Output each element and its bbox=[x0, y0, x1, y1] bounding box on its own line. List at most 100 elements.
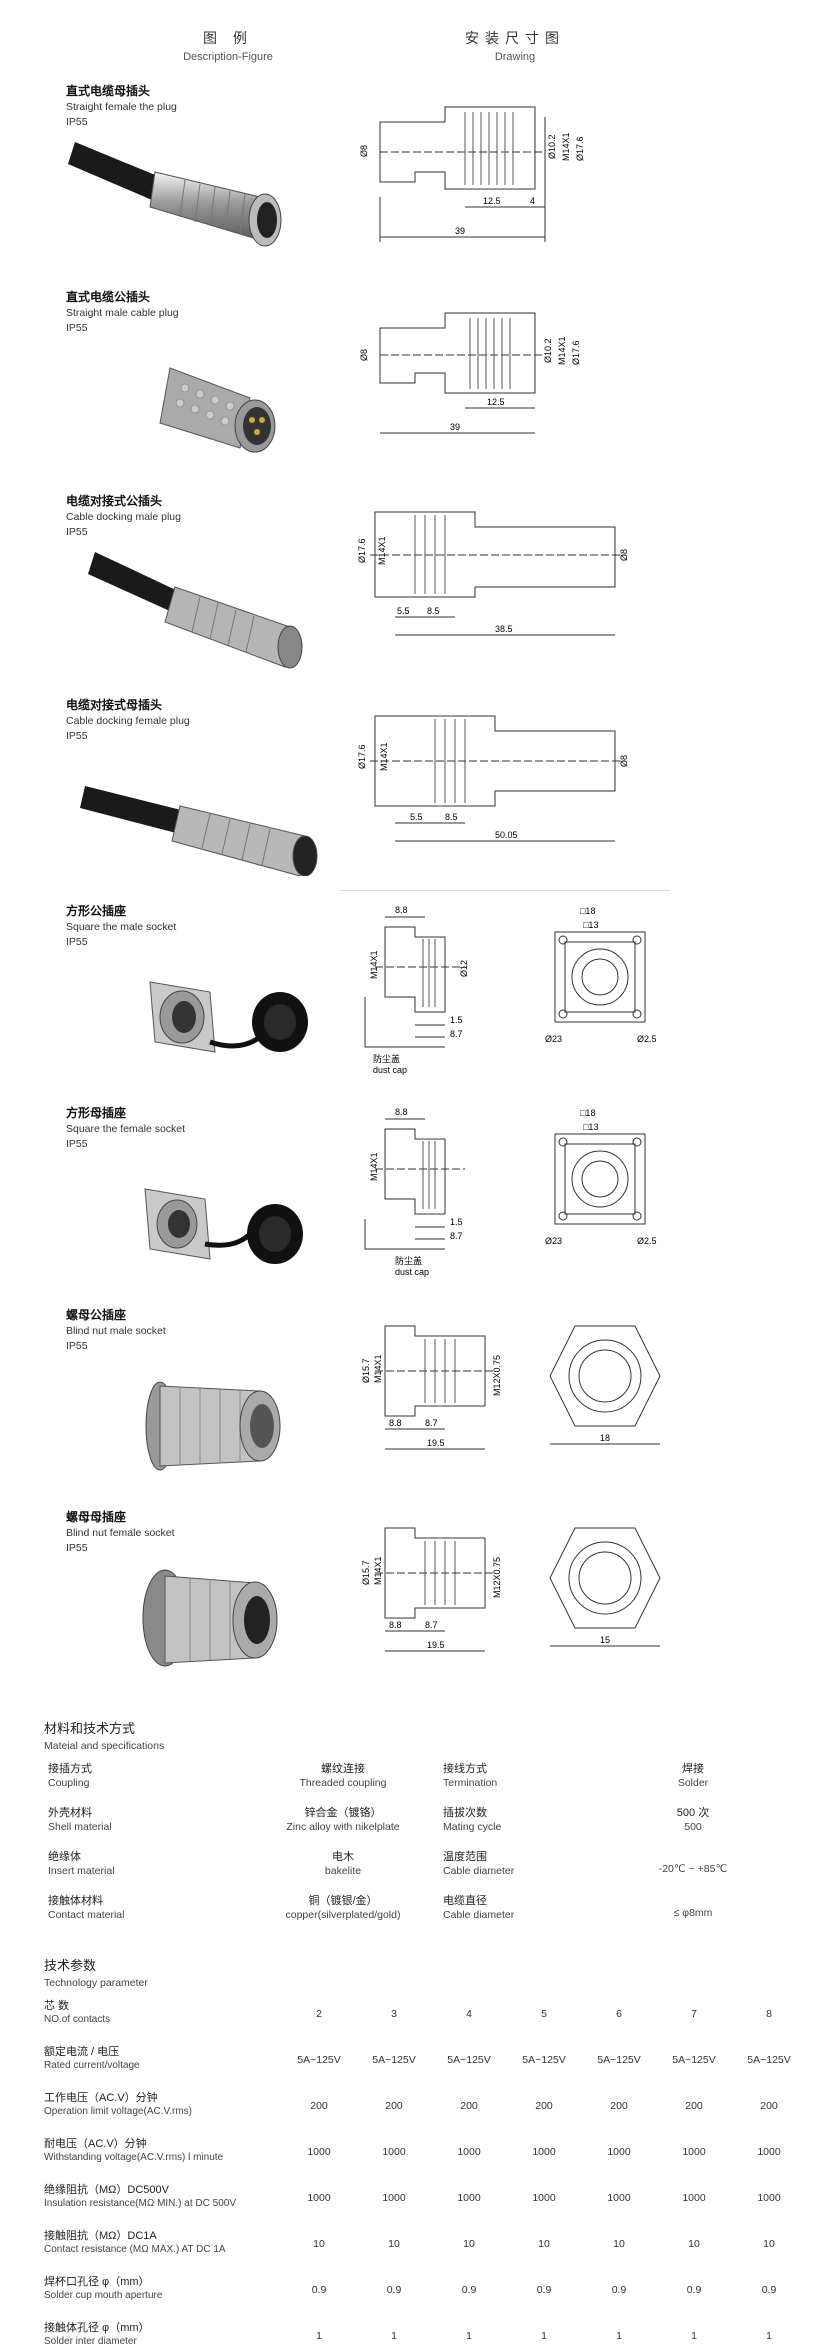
technical-title: 技术参数 Technology parameter bbox=[44, 1955, 148, 1989]
tech-value: 1000 bbox=[757, 2192, 781, 2204]
tech-value: 1 bbox=[466, 2330, 472, 2342]
tech-value: 1000 bbox=[757, 2146, 781, 2158]
tech-label-zh: 接触体孔径 φ（mm） bbox=[44, 2322, 150, 2334]
tech-value: 3 bbox=[391, 2008, 397, 2020]
product-title: 电缆对接式母插头 Cable docking female plug IP55 bbox=[66, 696, 286, 743]
dim-d2: M14X1 bbox=[377, 536, 387, 565]
mat-value2-a: 500 次 bbox=[676, 1807, 710, 1819]
header-left-zh: 图 例 bbox=[203, 30, 253, 46]
mat-value-zh: 锌合金（镀铬） bbox=[304, 1807, 382, 1819]
product-photo bbox=[68, 142, 282, 247]
tech-value: 2 bbox=[316, 2008, 322, 2020]
tech-value: 1 bbox=[316, 2330, 322, 2342]
front-view-drawing: □18 □13 Ø23 Ø2.5 bbox=[545, 1108, 657, 1246]
dust-cap-en: dust cap bbox=[373, 1065, 407, 1075]
dim-e: 8.7 bbox=[450, 1231, 463, 1241]
tech-value: 1000 bbox=[682, 2192, 706, 2204]
mat-label-en: Contact material bbox=[48, 1909, 125, 1921]
tech-value: 4 bbox=[466, 2008, 472, 2020]
tech-value: 0.9 bbox=[536, 2284, 552, 2296]
mat-value2-a: 焊接 bbox=[682, 1763, 704, 1775]
tech-value: 200 bbox=[460, 2100, 478, 2112]
materials-title-zh: 材料和技术方式 bbox=[44, 1721, 136, 1736]
product-ip: IP55 bbox=[66, 1542, 88, 1554]
tech-value: 0.9 bbox=[611, 2284, 627, 2296]
dim-d2: M14X1 bbox=[379, 742, 389, 771]
product-photo bbox=[80, 786, 318, 876]
dim-f: 19.5 bbox=[427, 1438, 445, 1448]
product-title-zh: 电缆对接式公插头 bbox=[66, 494, 163, 508]
dim-f: □18 bbox=[580, 1108, 595, 1118]
dim-b: M14X1 bbox=[369, 1152, 379, 1181]
mat-label2-zh: 温度范围 bbox=[443, 1851, 487, 1863]
mat-value-en: Zinc alloy with nikelplate bbox=[286, 1821, 400, 1833]
mat-label-zh: 接触体材料 bbox=[48, 1895, 103, 1907]
tech-label-en: Operation limit voltage(AC.V.rms) bbox=[44, 2106, 193, 2117]
front-view-drawing: □18 □13 Ø23 Ø2.5 bbox=[545, 906, 657, 1044]
product-photo bbox=[149, 981, 308, 1053]
tech-row: 焊杯口孔径 φ（mm）Solder cup mouth aperture 0.9… bbox=[44, 2276, 804, 2322]
tech-value: 5A~125V bbox=[447, 2054, 491, 2066]
product-title-en: Cable docking male plug bbox=[66, 511, 181, 523]
dim-b: M14X1 bbox=[373, 1354, 383, 1383]
product-title-zh: 直式电缆公插头 bbox=[66, 290, 151, 304]
dim-b: M14X1 bbox=[373, 1556, 383, 1585]
product-photo bbox=[88, 552, 303, 669]
dust-cap-en: dust cap bbox=[395, 1267, 429, 1277]
dim-d3: M14X1 bbox=[561, 132, 571, 161]
mat-label-en: Shell material bbox=[48, 1821, 112, 1833]
dim-l1: 5.5 bbox=[397, 606, 410, 616]
dim-l1: 12.5 bbox=[483, 196, 501, 206]
tech-label-zh: 芯 数 bbox=[44, 2000, 70, 2012]
product-title-en: Cable docking female plug bbox=[66, 715, 190, 727]
section-divider bbox=[340, 890, 670, 891]
installation-drawing: 8.8 M14X1 1.5 8.7 防尘盖 dust cap bbox=[364, 1107, 465, 1277]
mat-label-zh: 接插方式 bbox=[48, 1763, 92, 1775]
tech-value: 5A~125V bbox=[522, 2054, 566, 2066]
tech-label-zh: 额定电流 / 电压 bbox=[44, 2046, 120, 2058]
dim-i: Ø2.5 bbox=[637, 1034, 657, 1044]
product-title: 直式电缆母插头 Straight female the plug IP55 bbox=[66, 82, 286, 129]
dim-d4: Ø17.6 bbox=[575, 136, 585, 161]
dim-d3: Ø8 bbox=[619, 549, 629, 561]
dim-a: Ø15.7 bbox=[361, 1358, 371, 1383]
dim-d2: Ø10.2 bbox=[543, 338, 553, 363]
tech-value: 10 bbox=[388, 2238, 400, 2250]
dim-g: □13 bbox=[583, 920, 598, 930]
dim-d3: Ø8 bbox=[619, 755, 629, 767]
dim-f: 19.5 bbox=[427, 1640, 445, 1650]
installation-drawing: Ø17.6 M14X1 Ø8 5.5 8.5 50.05 bbox=[357, 715, 629, 842]
dim-e: 8.7 bbox=[450, 1029, 463, 1039]
mat-label-en: Insert material bbox=[48, 1865, 115, 1877]
tech-label-en: Solder inter diameter bbox=[44, 2336, 137, 2345]
mat-label-zh: 外壳材料 bbox=[48, 1807, 92, 1819]
dim-d1: Ø8 bbox=[359, 349, 369, 361]
product-title-en: Straight female the plug bbox=[66, 101, 177, 113]
tech-value: 1000 bbox=[532, 2146, 556, 2158]
mat-label2-en: Termination bbox=[443, 1777, 498, 1789]
tech-value: 1000 bbox=[382, 2192, 406, 2204]
mat-value2-b: Solder bbox=[677, 1777, 709, 1789]
installation-drawing: 8.8 M14X1 Ø12 1.5 8.7 防尘盖 dust cap bbox=[364, 905, 469, 1075]
product-title-zh: 螺母公插座 bbox=[66, 1308, 127, 1322]
materials-title: 材料和技术方式 Mateial and specifications bbox=[44, 1718, 164, 1752]
tech-value: 200 bbox=[685, 2100, 703, 2112]
technical-title-zh: 技术参数 bbox=[44, 1958, 97, 1973]
mat-label2-en: Cable diameter bbox=[443, 1909, 515, 1921]
product-title: 方形公插座 Square the male socket IP55 bbox=[66, 902, 286, 949]
technical-title-en: Technology parameter bbox=[44, 1977, 148, 1989]
tech-value: 1 bbox=[766, 2330, 772, 2342]
dim-d1: Ø17.6 bbox=[357, 744, 367, 769]
mat-label-en: Coupling bbox=[48, 1777, 90, 1789]
dim-l3: 39 bbox=[450, 422, 460, 432]
tech-value: 0.9 bbox=[386, 2284, 402, 2296]
tech-value: 1 bbox=[391, 2330, 397, 2342]
mat-value2-a: ≤ φ8mm bbox=[673, 1907, 713, 1919]
tech-value: 10 bbox=[613, 2238, 625, 2250]
dim-a: 8.8 bbox=[395, 905, 408, 915]
tech-value: 1000 bbox=[457, 2192, 481, 2204]
dim-l3: 38.5 bbox=[495, 624, 513, 634]
